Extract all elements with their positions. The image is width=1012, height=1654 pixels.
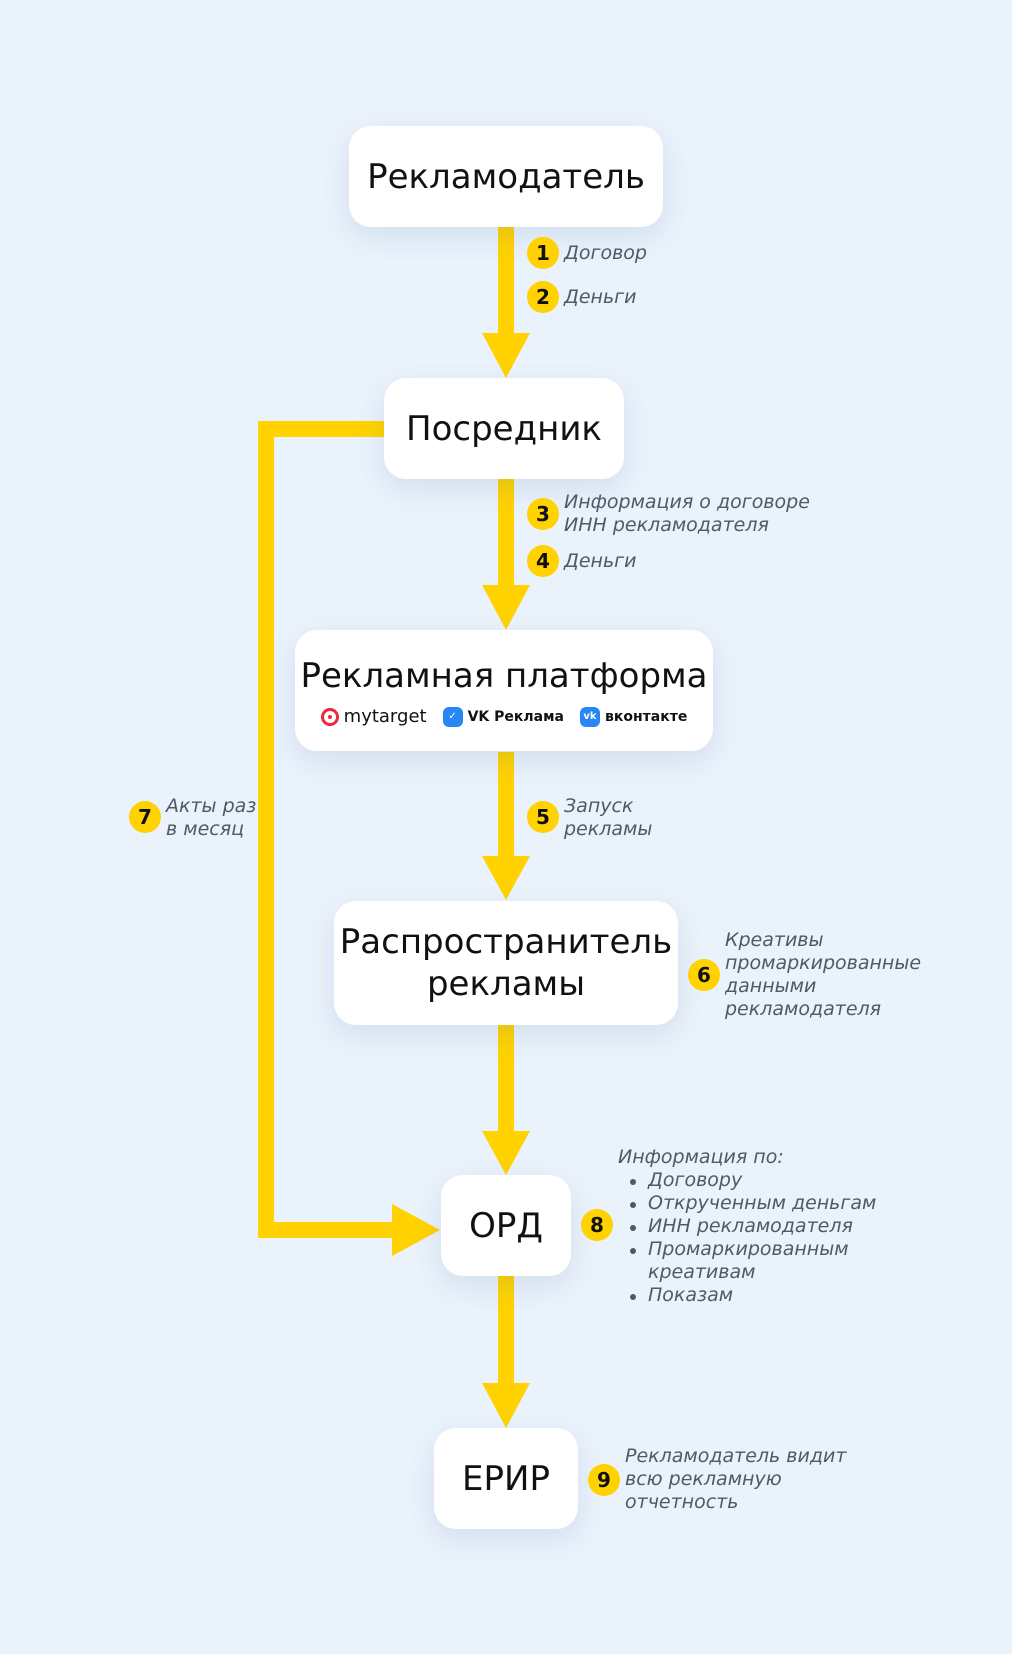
step-8-label: Информация по: Договору Открученным день… [618,1146,876,1307]
connector-advertiser-intermediary [498,226,514,336]
step-2-badge: 2 [527,281,559,313]
side-connector-top [258,421,384,437]
step-6-line-4: рекламодателя [725,998,882,1020]
step-7-badge: 7 [129,801,161,833]
step-7-label: Акты раз в месяц [166,795,256,841]
mytarget-logo-icon [320,707,339,726]
node-distributor-label-line2: рекламы [426,964,586,1004]
step-8-heading: Информация по: [618,1146,784,1168]
side-connector-vertical [258,421,274,1238]
platform-logos: mytarget ✓ VK Реклама vk вконтакте [320,706,688,727]
step-6-line-2: промаркированные [725,952,922,974]
arrowhead-ord-side [392,1204,440,1256]
node-erir: ЕРИР [434,1428,578,1529]
mytarget-logo-text: mytarget [343,706,427,727]
step-6-label: Креативы промаркированные данными реклам… [725,929,921,1021]
step-8-item: Открученным деньгам [629,1192,877,1214]
step-8-item-text: Промаркированным [648,1238,849,1260]
step-6-badge: 6 [688,959,720,991]
step-6-line-3: данными [725,975,817,997]
step-8-item: ИНН рекламодателя [629,1215,876,1238]
step-3-label: Информация о договоре ИНН рекламодателя [564,491,810,537]
step-3-line-2: ИНН рекламодателя [564,514,769,536]
vk-ads-logo-icon: ✓ [442,706,463,727]
connector-ord-erir [498,1276,514,1386]
step-7-line-2: в месяц [166,818,245,840]
node-ord-label: ОРД [469,1205,543,1246]
step-5-badge: 5 [527,801,559,833]
step-8-item: Договору [629,1169,876,1192]
step-5-line-2: рекламы [564,818,653,840]
step-8-badge: 8 [581,1209,613,1241]
node-erir-label: ЕРИР [462,1458,550,1499]
node-intermediary-label: Посредник [406,408,602,449]
step-9-line-3: отчетность [625,1491,739,1513]
step-4-label: Деньги [564,550,637,572]
step-2-label: Деньги [564,286,637,308]
node-platform: Рекламная платформа mytarget ✓ VK Реклам… [295,630,713,751]
step-9-badge: 9 [588,1464,620,1496]
node-advertiser: Рекламодатель [349,126,663,227]
step-8-item: Показам [629,1284,876,1307]
side-connector-bottom [258,1222,396,1238]
step-8-list: Договору Открученным деньгам ИНН рекламо… [618,1169,876,1307]
step-3-badge: 3 [527,498,559,530]
step-9-line-1: Рекламодатель видит [625,1445,847,1467]
arrowhead-distributor [482,856,530,900]
step-6-line-1: Креативы [725,929,824,951]
step-5-line-1: Запуск [564,795,634,817]
step-8-item-cont: креативам [648,1261,756,1283]
step-3-line-1: Информация о договоре [564,491,810,513]
step-5-label: Запуск рекламы [564,795,652,841]
vk-ads-logo-text: VK Реклама [467,708,564,725]
vk-ads-logo: ✓ VK Реклама [442,706,564,727]
step-1-label: Договор [564,242,647,264]
arrowhead-ord [482,1131,530,1175]
connector-intermediary-platform [498,478,514,588]
node-distributor-label-line1: Распространитель [339,922,673,962]
node-platform-label: Рекламная платформа [300,656,708,696]
step-9-label: Рекламодатель видит всю рекламную отчетн… [625,1445,846,1514]
step-4-badge: 4 [527,545,559,577]
node-ord: ОРД [441,1175,571,1276]
step-7-line-1: Акты раз [166,795,257,817]
node-intermediary: Посредник [384,378,624,479]
arrowhead-intermediary [482,333,530,378]
mytarget-logo: mytarget [320,706,427,727]
node-advertiser-label: Рекламодатель [367,156,645,197]
arrowhead-erir [482,1383,530,1428]
node-distributor: Распространитель рекламы [334,901,678,1025]
vk-logo-text: вконтакте [605,708,688,725]
connector-distributor-ord [498,1025,514,1135]
vk-logo-icon: vk [580,706,600,727]
step-1-badge: 1 [527,237,559,269]
connector-platform-distributor [498,752,514,860]
vk-logo: vk вконтакте [580,706,688,727]
step-9-line-2: всю рекламную [625,1468,782,1490]
arrowhead-platform [482,585,530,630]
